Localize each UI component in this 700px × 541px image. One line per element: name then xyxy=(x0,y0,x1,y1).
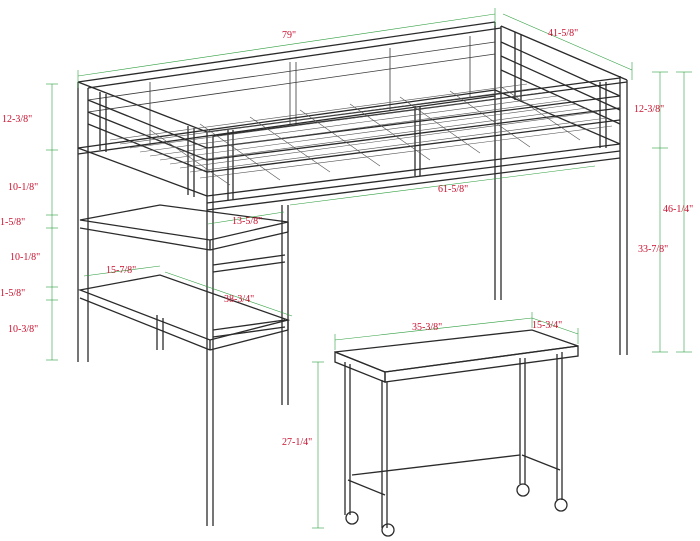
left-platform-rail xyxy=(77,147,208,197)
left-top-rail xyxy=(77,81,208,133)
desk-depth-label: 15-3/4" xyxy=(532,320,562,331)
right-guardrail-height-label: 12-3/8" xyxy=(634,104,664,115)
upper-shelf xyxy=(79,204,289,251)
lower-shelf-thickness-label: 1-5/8" xyxy=(0,288,25,299)
upper-shelf-thickness-label: 1-5/8" xyxy=(0,217,25,228)
desk xyxy=(334,329,579,537)
left-guardrail-height-label: 12-3/8" xyxy=(2,114,32,125)
desk-height-label: 27-1/4" xyxy=(282,437,312,448)
upper-gap-label: 10-1/8" xyxy=(8,182,38,193)
front-platform-rail xyxy=(206,143,621,197)
loft-bed-frame xyxy=(77,21,628,526)
mattress-slats xyxy=(109,83,613,186)
bed-width-label: 41-5/8" xyxy=(548,28,578,39)
lower-shelf xyxy=(77,274,291,351)
inner-length-label: 61-5/8" xyxy=(438,184,468,195)
bed-length-label: 79" xyxy=(282,30,296,41)
lower-shelf-depth-label: 15-7/8" xyxy=(106,265,136,276)
total-height-label: 46-1/4" xyxy=(663,204,693,215)
back-platform-rail xyxy=(77,89,496,149)
right-top-rail xyxy=(500,25,628,81)
lower-gap-label: 10-3/8" xyxy=(8,324,38,335)
ladder xyxy=(212,205,289,405)
dimension-labels: 79" 41-5/8" 12-3/8" 46-1/4" 33-7/8" 12-3… xyxy=(0,28,693,448)
upper-shelf-depth-label: 13-5/8" xyxy=(232,216,262,227)
back-top-rail xyxy=(77,21,496,83)
shelf-length-label: 38-3/4" xyxy=(224,294,254,305)
dimension-lines xyxy=(46,8,692,529)
middle-gap-label: 10-1/8" xyxy=(10,252,40,263)
desk-length-label: 35-3/8" xyxy=(412,322,442,333)
clearance-height-label: 33-7/8" xyxy=(638,244,668,255)
